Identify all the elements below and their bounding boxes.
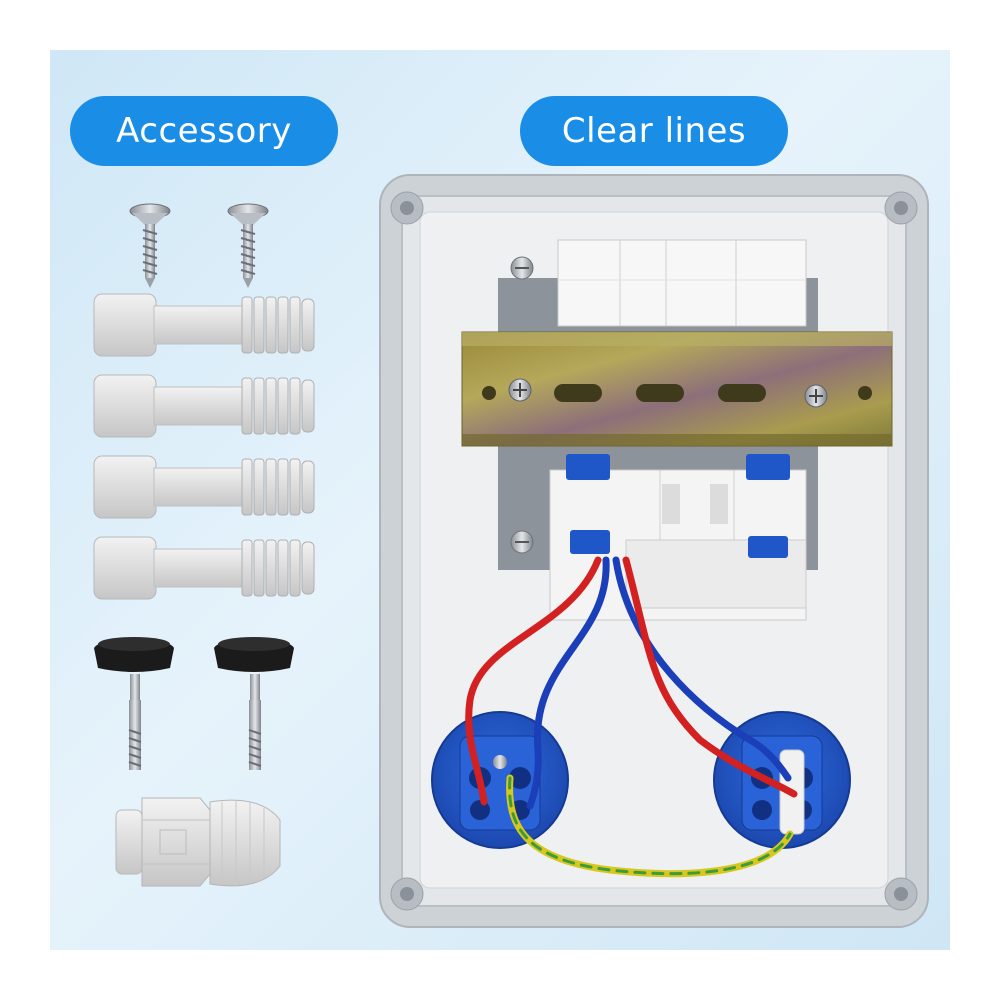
wall-plug-icon <box>93 374 315 438</box>
wall-plug-icon <box>93 293 315 357</box>
scene-illustration <box>93 174 929 928</box>
clear-lines-label: Clear lines <box>520 96 788 166</box>
circuit-breaker <box>549 454 807 621</box>
wiring <box>465 556 798 878</box>
wall-plug-icon <box>93 455 315 519</box>
product-photo: Accessory Clear lines <box>50 50 950 950</box>
knob-screw-icon <box>94 637 174 770</box>
wall-plug-icon <box>93 536 315 600</box>
knob-screw-icon <box>214 637 294 770</box>
socket-left <box>431 711 569 849</box>
circuit-breaker <box>557 239 807 327</box>
bracket-screw-icon <box>510 256 534 554</box>
cable-gland-icon <box>115 797 281 887</box>
screw-icon <box>129 203 171 288</box>
accessory-label: Accessory <box>70 96 338 166</box>
screw-icon <box>227 203 269 288</box>
din-rail <box>461 331 893 447</box>
